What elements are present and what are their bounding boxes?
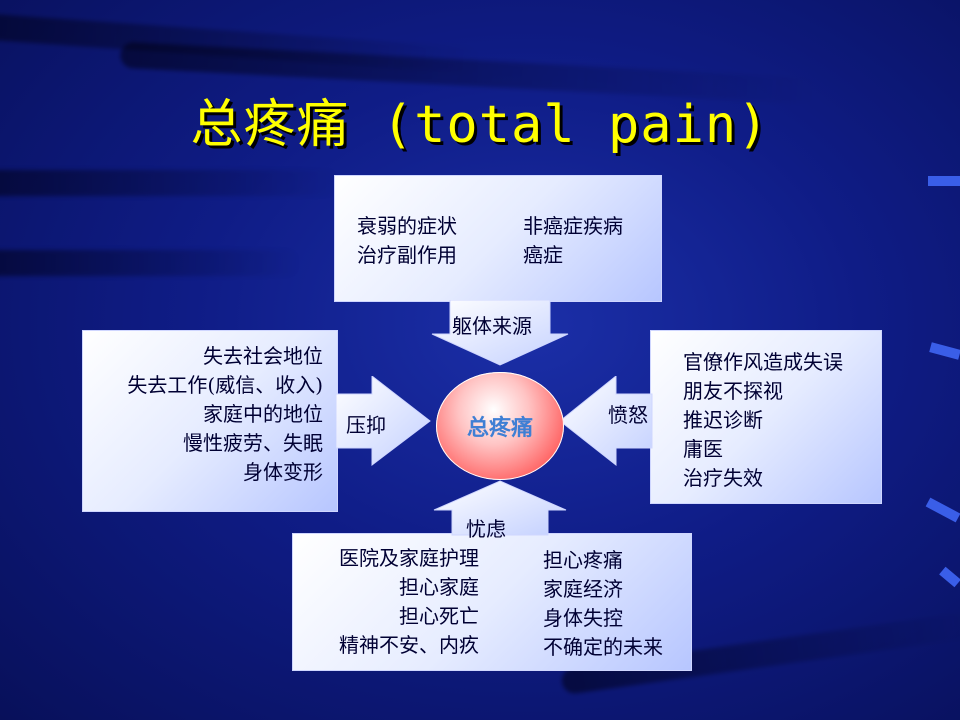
list-item: 不确定的未来 [543, 635, 663, 659]
list-item: 失去社会地位 [203, 344, 323, 368]
down-arrow-icon [431, 300, 569, 366]
list-item: 官僚作风造成失误 [683, 350, 843, 374]
center-label: 总疼痛 [466, 415, 533, 441]
accent-bar [925, 497, 960, 523]
depression-arrow-label: 压抑 [346, 413, 386, 437]
right-arrow-icon [336, 376, 431, 466]
list-item: 朋友不探视 [683, 379, 783, 403]
depression-items: 失去社会地位 失去工作(威信、收入) 家庭中的地位 慢性疲劳、失眠 身体变形 [127, 342, 323, 487]
list-item: 身体变形 [243, 460, 323, 484]
total-pain-circle: 总疼痛 [436, 372, 564, 480]
list-item: 担心家庭 [399, 575, 479, 599]
list-item: 庸医 [683, 437, 723, 461]
list-item: 衰弱的症状 [357, 214, 457, 238]
anxiety-left-col: 医院及家庭护理 担心家庭 担心死亡 精神不安、内疚 [339, 544, 479, 660]
list-item: 担心疼痛 [543, 548, 623, 572]
up-arrow-icon [433, 480, 567, 536]
accent-bar [929, 342, 960, 360]
somatic-left-col: 衰弱的症状 治疗副作用 [357, 212, 457, 270]
list-item: 失去工作(威信、收入) [127, 373, 323, 397]
page-title: 总疼痛 (total pain) [190, 95, 770, 155]
list-item: 身体失控 [543, 606, 623, 630]
anxiety-box: 医院及家庭护理 担心家庭 担心死亡 精神不安、内疚 担心疼痛 家庭经济 身体失控… [292, 533, 692, 671]
list-item: 治疗副作用 [357, 243, 457, 267]
list-item: 治疗失效 [683, 466, 763, 490]
left-arrow-icon [559, 376, 653, 466]
background-streak [0, 250, 300, 276]
list-item: 家庭经济 [543, 577, 623, 601]
list-item: 担心死亡 [399, 604, 479, 628]
list-item: 家庭中的地位 [203, 402, 323, 426]
anger-arrow-label: 愤怒 [608, 403, 648, 427]
list-item: 癌症 [523, 243, 563, 267]
somatic-box: 衰弱的症状 治疗副作用 非癌症疾病 癌症 [334, 175, 662, 302]
anger-box: 官僚作风造成失误 朋友不探视 推迟诊断 庸医 治疗失效 [650, 330, 882, 504]
accent-bar [939, 566, 960, 588]
background-streak [0, 170, 340, 196]
somatic-right-col: 非癌症疾病 癌症 [523, 212, 623, 270]
anxiety-right-col: 担心疼痛 家庭经济 身体失控 不确定的未来 [543, 546, 663, 662]
somatic-arrow-label: 躯体来源 [452, 314, 532, 338]
list-item: 非癌症疾病 [523, 214, 623, 238]
list-item: 医院及家庭护理 [339, 546, 479, 570]
depression-box: 失去社会地位 失去工作(威信、收入) 家庭中的地位 慢性疲劳、失眠 身体变形 [82, 330, 338, 512]
anger-items: 官僚作风造成失误 朋友不探视 推迟诊断 庸医 治疗失效 [683, 348, 843, 493]
anxiety-arrow-label: 忧虑 [466, 517, 506, 541]
accent-bar [928, 176, 960, 186]
list-item: 推迟诊断 [683, 408, 763, 432]
list-item: 精神不安、内疚 [339, 633, 479, 657]
list-item: 慢性疲劳、失眠 [183, 431, 323, 455]
